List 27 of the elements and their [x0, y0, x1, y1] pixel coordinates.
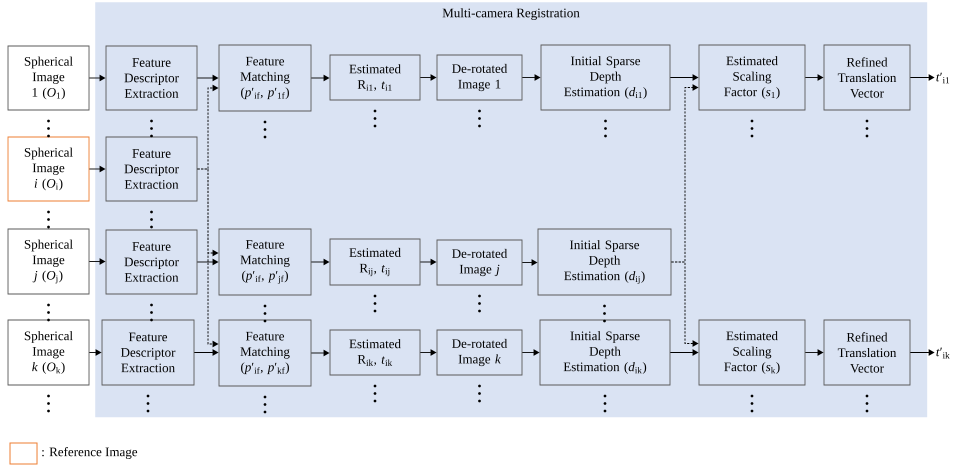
output-label: t′$_{i1}$ — [936, 72, 950, 84]
output-label: t′$_{ik}$ — [936, 348, 950, 358]
process-box: Feature Descriptor Extraction — [106, 46, 198, 110]
process-box: Feature Matching (p′$_{if}$, p′$_{kf}$) — [218, 320, 312, 386]
process-box: Spherical Image k (O$_{k}$) — [8, 320, 90, 386]
legend-label: : Reference Image — [42, 447, 138, 459]
process-box: Estimated R$_{ij}$, t$_{ij}$ — [330, 238, 420, 286]
process-box: Spherical Image j (O$_{j}$) — [8, 228, 90, 294]
process-box: Feature Descriptor Extraction — [106, 136, 198, 202]
process-box: Feature Descriptor Extraction — [106, 230, 198, 294]
process-box: Spherical Image 1 (O$_{1}$) — [8, 46, 90, 110]
process-box: Estimated Scaling Factor (s$_{1}$) — [698, 44, 806, 110]
process-box: Feature Matching (p′$_{if}$, p′$_{1f}$) — [218, 44, 312, 112]
process-box: Initial Sparse Depth Estimation (d$_{i1}$) — [540, 44, 670, 110]
process-box: De-rotated Image j — [436, 240, 522, 286]
process-box: Estimated R$_{ik}$, t$_{ik}$ — [330, 330, 420, 376]
process-box: Spherical Image i (O$_{i}$) — [8, 136, 90, 202]
process-box: Initial Sparse Depth Estimation (d$_{ij}$) — [538, 228, 672, 296]
process-box: De-rotated Image 1 — [436, 54, 522, 100]
process-box: Feature Descriptor Extraction — [102, 320, 194, 386]
process-box: Initial Sparse Depth Estimation (d$_{ik}$) — [540, 320, 670, 386]
process-box: Feature Matching (p′$_{if}$, p′$_{jf}$) — [218, 228, 312, 296]
process-box: De-rotated Image k — [436, 330, 522, 376]
process-box: Estimated R$_{i1}$, t$_{i1}$ — [330, 54, 420, 100]
process-box: Refined Translation Vector — [824, 44, 910, 110]
process-box: Refined Translation Vector — [824, 320, 910, 386]
process-box: Estimated Scaling Factor (s$_{k}$) — [698, 320, 806, 386]
